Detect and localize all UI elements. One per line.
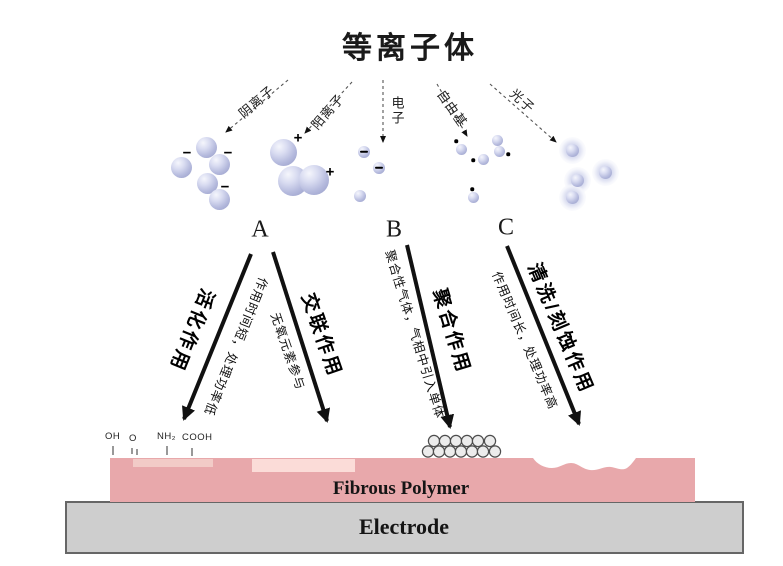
radical-dot-icon [470, 187, 474, 191]
photon-dashed-arrow-icon [489, 83, 557, 143]
functional-group-oh: OH [105, 431, 121, 442]
polymerization-arrow-icon [405, 244, 455, 429]
etching-arrow-icon [505, 245, 581, 426]
activated-surface-patch [133, 459, 213, 467]
photon-particle-icon [565, 143, 579, 157]
photon-particle-icon [565, 190, 579, 204]
crosslinked-surface-patch [252, 459, 355, 472]
minus-sign-icon: − [220, 178, 230, 196]
electron-label: 电子 [389, 96, 405, 126]
crosslink-arrow-icon [271, 251, 331, 423]
monomer-circles [421, 434, 502, 458]
electron-minus-band-icon [360, 150, 368, 154]
marker-a: A [251, 216, 269, 243]
photon-particle-icon [570, 173, 584, 187]
functional-group-nh2: NH₂ [157, 431, 176, 442]
radical-dot-icon [506, 152, 510, 156]
radical-dashed-arrow-icon [436, 83, 468, 137]
electrode-layer [65, 501, 744, 554]
marker-c: C [497, 214, 515, 241]
radical-particle-icon [467, 191, 479, 203]
minus-sign-icon: − [223, 144, 233, 162]
cation-particle-icon [269, 138, 297, 166]
electron-minus-band-icon [375, 166, 383, 170]
radical-particle-icon [493, 145, 505, 157]
radical-particle-icon [491, 134, 503, 146]
radical-dot-icon [454, 139, 458, 143]
cation-particle-icon [299, 165, 329, 195]
photon-particle-icon [598, 165, 612, 179]
anion-dashed-arrow-icon [225, 79, 289, 133]
radical-particle-icon [477, 153, 489, 165]
plus-sign-icon: + [325, 163, 335, 181]
anion-particle-icon [208, 153, 230, 175]
plus-sign-icon: + [293, 129, 303, 147]
chemical-bond-lines [112, 446, 193, 456]
anion-particle-icon [196, 172, 218, 194]
radical-particle-icon [455, 143, 467, 155]
anion-particle-icon [195, 136, 217, 158]
diagram-title: 等离子体 [342, 32, 478, 65]
radical-dot-icon [471, 158, 475, 162]
electron-particle-icon [354, 190, 366, 202]
anion-particle-icon [208, 188, 230, 210]
electrode-layer-label: Electrode [358, 514, 450, 539]
minus-sign-icon: − [182, 144, 192, 162]
anion-particle-icon [170, 156, 192, 178]
activation-arrow-icon [182, 253, 253, 421]
functional-group-o: O [129, 433, 137, 444]
marker-b: B [385, 216, 403, 243]
polymer-layer-label: Fibrous Polymer [332, 478, 470, 499]
functional-group-cooh: COOH [182, 432, 213, 443]
